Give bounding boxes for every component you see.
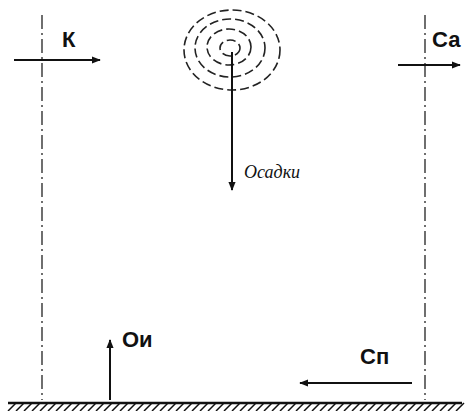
boundary-line (424, 15, 425, 400)
hatch-stroke (344, 403, 352, 411)
hatch-stroke (120, 403, 128, 411)
hatch-stroke (264, 403, 272, 411)
hatch-stroke (160, 403, 168, 411)
hatch-stroke (184, 403, 192, 411)
hatch-stroke (16, 403, 24, 411)
hatch-stroke (48, 403, 56, 411)
hatch-stroke (384, 403, 392, 411)
hatch-stroke (80, 403, 88, 411)
hatch-stroke (176, 403, 184, 411)
hatch-stroke (200, 403, 208, 411)
hatch-stroke (136, 403, 144, 411)
hatch-stroke (416, 403, 424, 411)
hatch-stroke (400, 403, 408, 411)
hatch-stroke (280, 403, 288, 411)
hatch-stroke (152, 403, 160, 411)
hatch-stroke (128, 403, 136, 411)
hatch-stroke (192, 403, 200, 411)
hatch-stroke (392, 403, 400, 411)
hatch-stroke (248, 403, 256, 411)
hatch-stroke (8, 403, 16, 411)
hatch-stroke (368, 403, 376, 411)
evaporation-label: Ои (122, 328, 153, 352)
hatch-stroke (440, 403, 448, 411)
hatch-stroke (456, 403, 464, 411)
hatch-stroke (56, 403, 64, 411)
hatch-stroke (72, 403, 80, 411)
hatch-stroke (376, 403, 384, 411)
inflow-arrow (14, 59, 100, 61)
hatch-stroke (448, 403, 456, 411)
ground-line (8, 402, 462, 405)
hatch-stroke (144, 403, 152, 411)
hatch-stroke (296, 403, 304, 411)
hatch-stroke (104, 403, 112, 411)
hatch-stroke (32, 403, 40, 411)
evaporation-arrow (109, 340, 111, 400)
hatch-stroke (272, 403, 280, 411)
hatch-stroke (216, 403, 224, 411)
hatch-stroke (320, 403, 328, 411)
hatch-stroke (240, 403, 248, 411)
hatch-stroke (208, 403, 216, 411)
hatch-stroke (424, 403, 432, 411)
hatch-stroke (224, 403, 232, 411)
precipitation-arrow (231, 52, 233, 190)
hatch-stroke (432, 403, 440, 411)
boundary-line (41, 15, 42, 400)
hatch-stroke (360, 403, 368, 411)
hatch-stroke (336, 403, 344, 411)
ground-hatching (8, 403, 464, 411)
hatch-stroke (96, 403, 104, 411)
hatch-stroke (328, 403, 336, 411)
hatch-stroke (24, 403, 32, 411)
inflow-label: К (62, 28, 75, 52)
hatch-stroke (64, 403, 72, 411)
hatch-stroke (288, 403, 296, 411)
runoff-label: Сп (360, 345, 389, 369)
runoff-arrow (300, 382, 412, 384)
hatch-stroke (312, 403, 320, 411)
hatch-stroke (304, 403, 312, 411)
hatch-stroke (112, 403, 120, 411)
outflow-arrow (398, 64, 460, 66)
hatch-stroke (408, 403, 416, 411)
hatch-stroke (256, 403, 264, 411)
precipitation-label: Осадки (244, 163, 300, 183)
outflow-label: Са (432, 28, 460, 52)
hatch-stroke (40, 403, 48, 411)
hatch-stroke (168, 403, 176, 411)
hatch-stroke (232, 403, 240, 411)
hatch-stroke (88, 403, 96, 411)
hatch-stroke (352, 403, 360, 411)
